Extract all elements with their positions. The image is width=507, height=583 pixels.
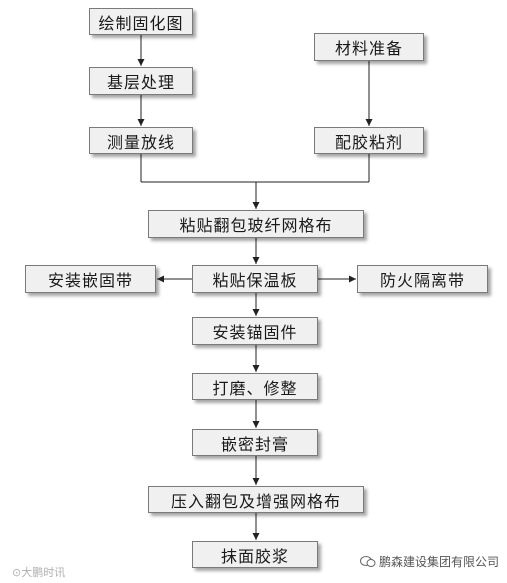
node-sand-trim: 打磨、修整	[192, 373, 318, 400]
node-install-anchor: 安装锚固件	[192, 317, 318, 345]
chat-bubble-icon	[359, 555, 376, 567]
watermark-right: 鹏森建设集团有限公司	[359, 553, 499, 570]
node-seal-paste: 嵌密封膏	[192, 429, 318, 456]
node-measure-layout: 测量放线	[89, 127, 193, 154]
node-fire-strip: 防火隔离带	[357, 265, 488, 293]
node-base-treatment: 基层处理	[89, 67, 193, 95]
node-paste-mesh: 粘贴翻包玻纤网格布	[148, 210, 364, 238]
watermark-left: ⊙大鹏时讯	[12, 566, 66, 579]
watermark-company: 鹏森建设集团有限公司	[378, 555, 499, 569]
node-draw-drawing: 绘制固化图	[89, 8, 193, 35]
node-plaster: 抹面胶浆	[192, 541, 318, 568]
node-material-prep: 材料准备	[314, 33, 424, 61]
node-install-embed: 安装嵌固带	[25, 265, 156, 293]
node-press-mesh: 压入翻包及增强网格布	[148, 486, 364, 513]
node-paste-board: 粘贴保温板	[192, 265, 318, 293]
node-mix-adhesive: 配胶粘剂	[314, 127, 424, 154]
